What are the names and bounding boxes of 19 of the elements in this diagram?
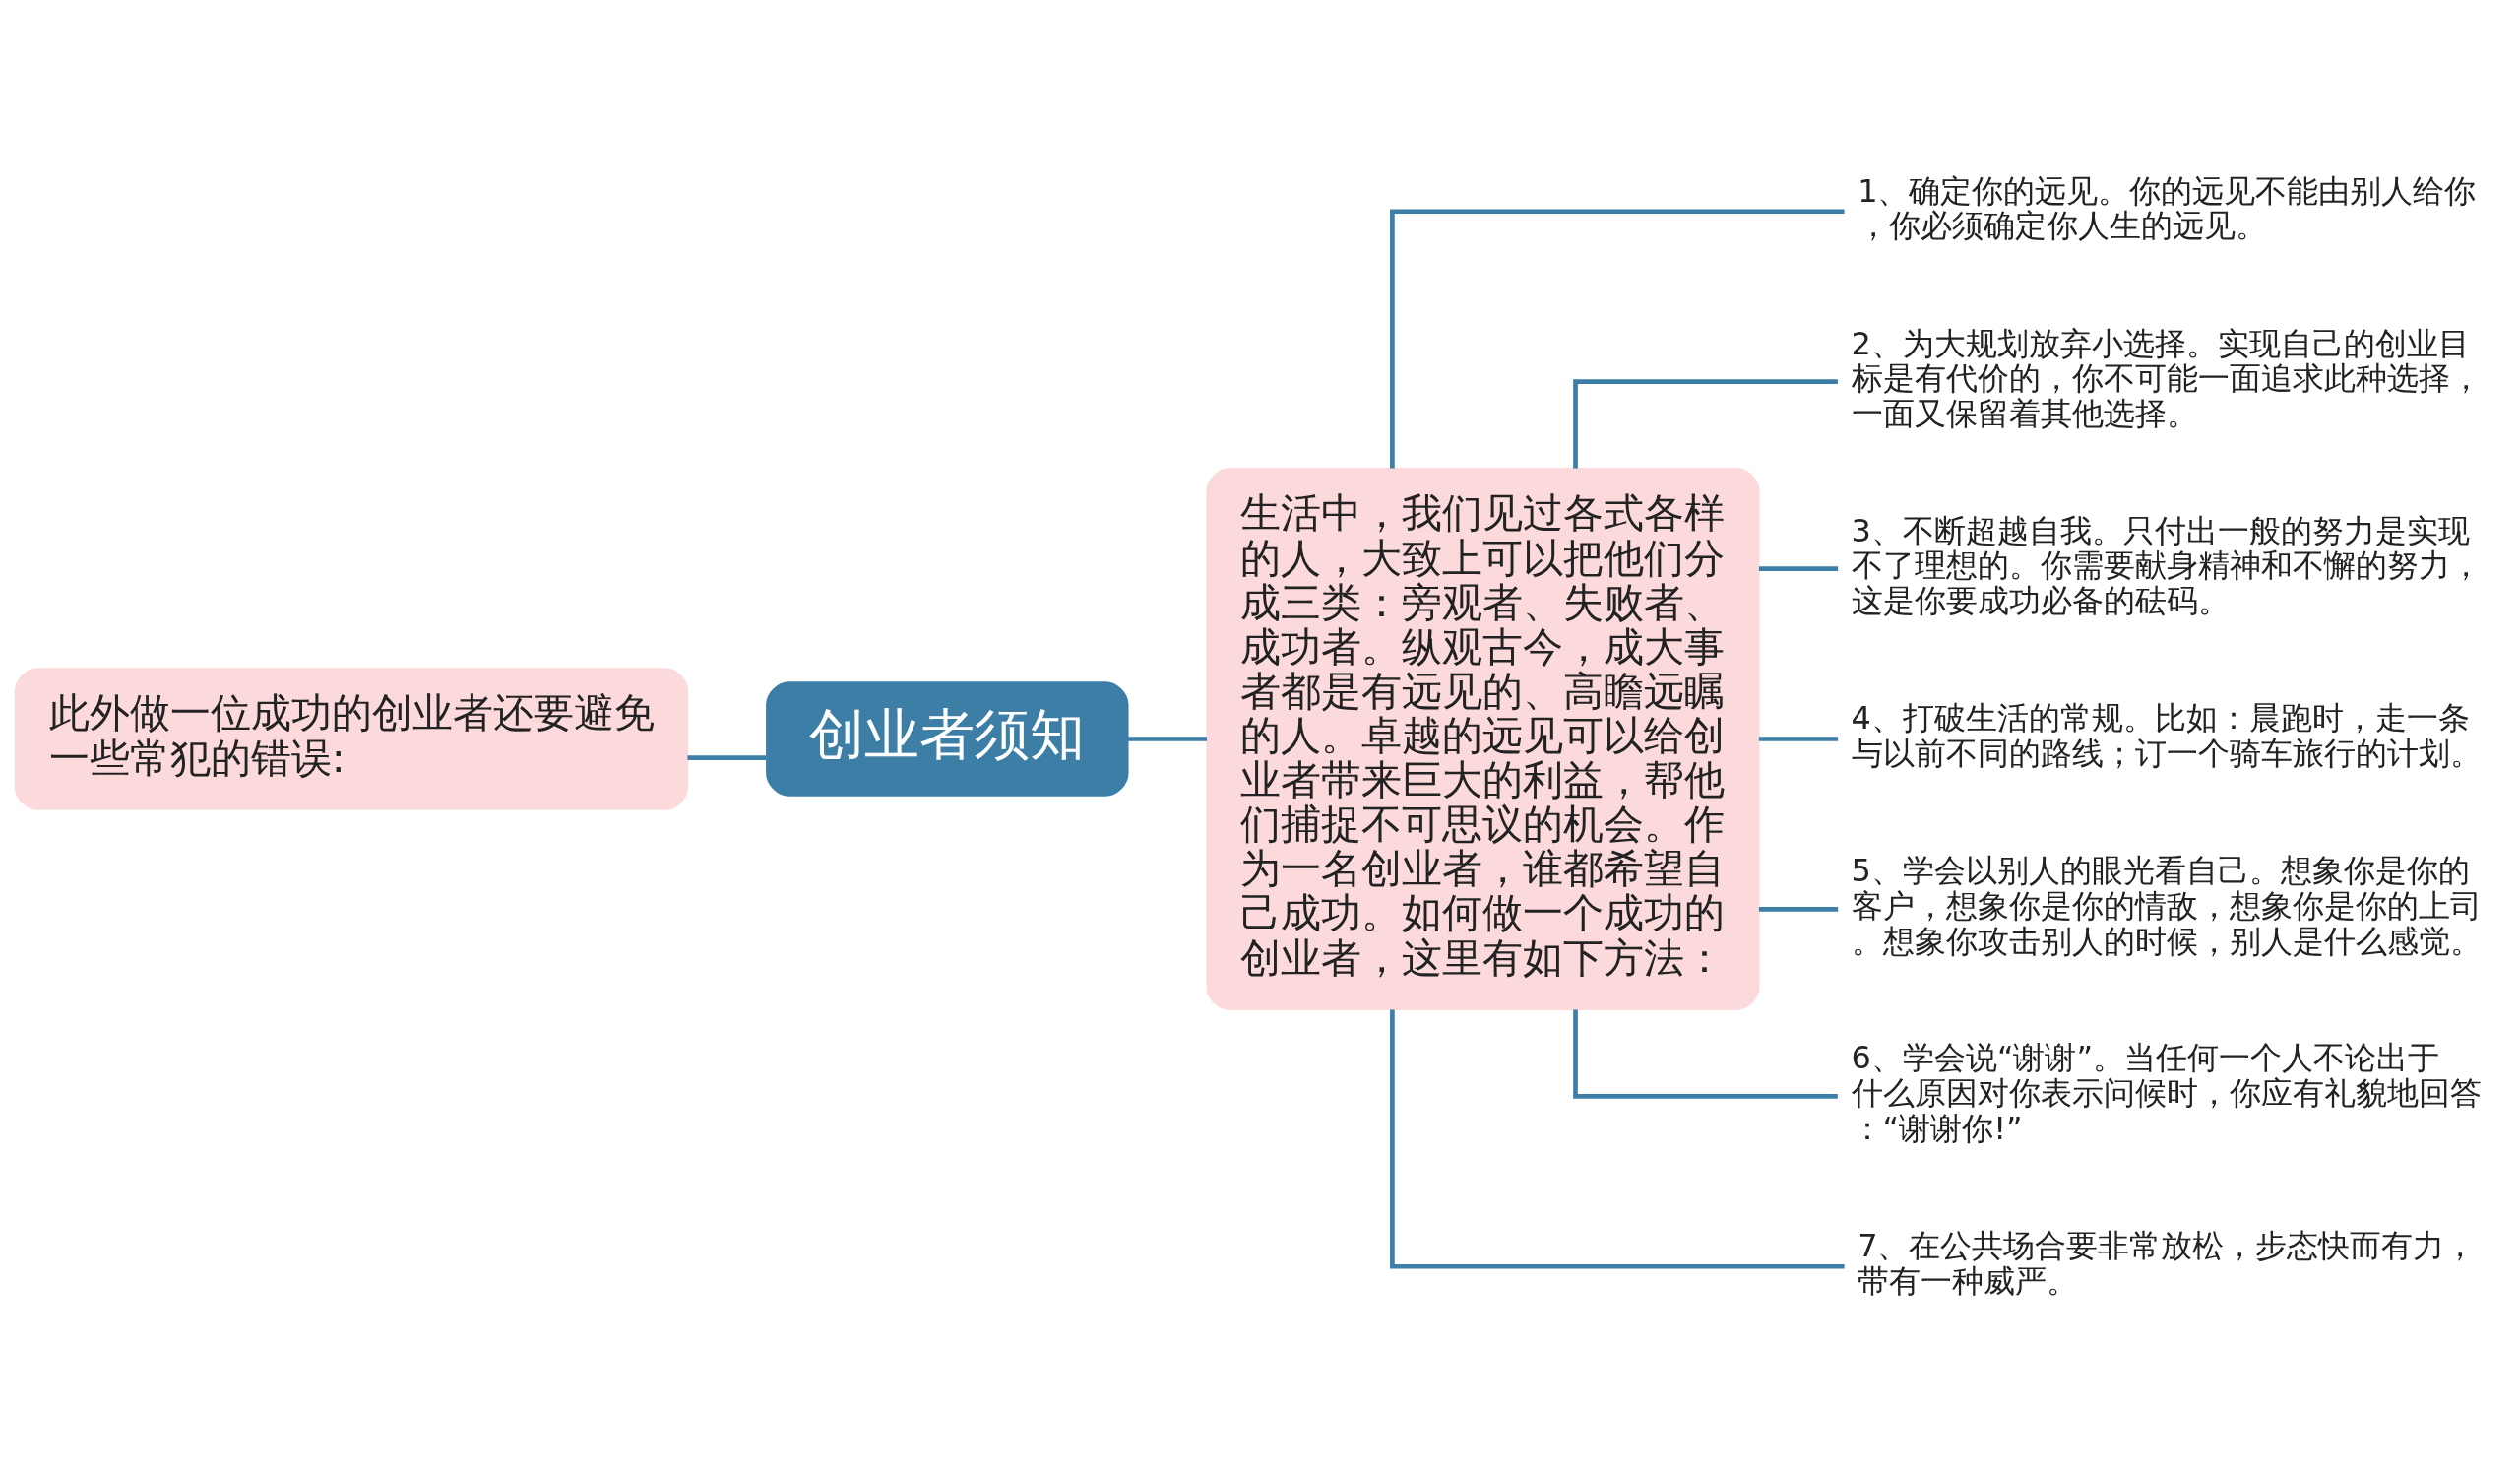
node-text: 2、为大规划放弃小选择。实现自己的创业目标是有代价的，你不可能一面追求此种选择，一面又保留着其他选择。: [1851, 324, 2482, 432]
node-text: 3、不断超越自我。只付出一般的努力是实现不了理想的。你需要献身精神和不懈的努力，这是你要成功必备的砝码。: [1851, 511, 2482, 619]
node-text: 6、学会说“谢谢”。当任何一个人不论出于什么原因对你表示问候时，你应有礼貌地回答：“谢谢你!”: [1851, 1038, 2482, 1147]
node-text: 4、打破生活的常规。比如：晨跑时，走一条与以前不同的路线；订一个骑车旅行的计划。: [1851, 698, 2482, 772]
node-box: 生活中，我们见过各式各样的人，大致上可以把他们分成三类：旁观者、失败者、成功者。纵观古今，成大事者都是有远见的、高瞻远瞩的人。卓越的远见可以给创业者带来巨大的利益，帮他们捕捉不可思议的机会。作为一名创业者，谁都希望自己成功。如何做一个成功的创业者，这里有如下方法：: [1206, 467, 1760, 1010]
connector: [1127, 736, 1208, 741]
node-box: 创业者须知: [766, 680, 1129, 797]
connector: [1573, 1009, 1838, 1099]
connector: [687, 754, 767, 760]
connector: [1758, 736, 1839, 741]
connector: [1758, 565, 1839, 571]
connector: [1390, 1008, 1845, 1269]
connector: [1573, 378, 1838, 468]
connector: [1390, 208, 1845, 469]
node-text: 1、确定你的远见。你的远见不能由别人给你，你必须确定你人生的远见。: [1858, 171, 2477, 244]
connector: [1758, 906, 1839, 912]
node-box: 此外做一位成功的创业者还要避免一些常犯的错误:: [14, 667, 689, 810]
node-text: 7、在公共场合要非常放松，步态快而有力，带有一种威严。: [1858, 1226, 2477, 1300]
node-text: 5、学会以别人的眼光看自己。想象你是你的客户，想象你是你的情敌，想象你是你的上司。想象你攻击别人的时候，别人是什么感觉。: [1851, 851, 2482, 960]
